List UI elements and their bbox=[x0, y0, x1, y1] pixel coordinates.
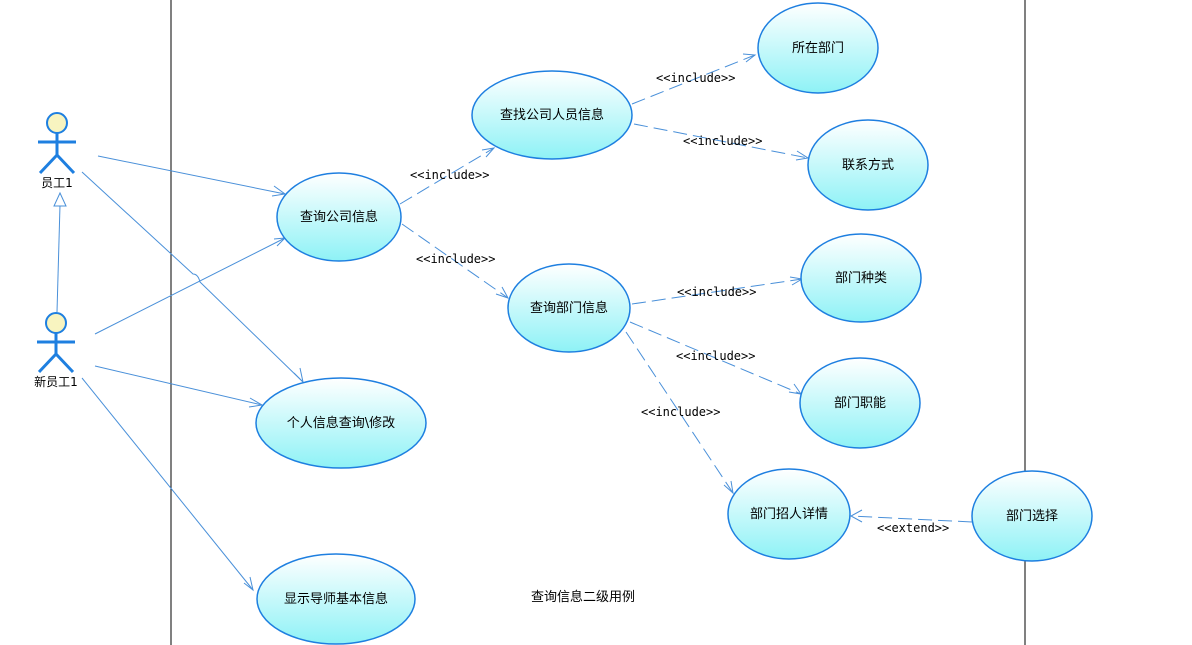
arrowhead bbox=[849, 509, 863, 523]
arrowhead bbox=[243, 576, 254, 592]
arrowhead bbox=[495, 286, 510, 299]
dependency-r1-label: <<include>> bbox=[410, 168, 489, 182]
dependency-r4-line bbox=[633, 123, 809, 159]
usecase-label: 查找公司人员信息 bbox=[500, 107, 604, 123]
association-new-employee-mentor-info bbox=[81, 377, 254, 591]
dependency-r3-label: <<include>> bbox=[656, 71, 735, 85]
usecase-label: 显示导师基本信息 bbox=[284, 591, 388, 607]
dependency-r8-label: <<extend>> bbox=[877, 521, 949, 535]
associations bbox=[53, 155, 304, 592]
diagram-caption: 查询信息二级用例 bbox=[531, 589, 635, 605]
association-employee-query-company bbox=[97, 155, 286, 195]
usecase-label: 所在部门 bbox=[792, 41, 844, 56]
usecase-dept-duty[interactable]: 部门职能 bbox=[799, 357, 921, 449]
usecase-label: 部门选择 bbox=[1006, 509, 1058, 524]
arrowhead bbox=[481, 147, 496, 158]
arrowhead bbox=[271, 185, 287, 197]
actor-leg-right bbox=[54, 352, 75, 374]
usecase-personal-info[interactable]: 个人信息查询\修改 bbox=[255, 377, 427, 469]
dependency-r1-line bbox=[399, 147, 495, 205]
association-new-employee-personal-info bbox=[94, 365, 263, 406]
dependency-r4-label: <<include>> bbox=[683, 134, 762, 148]
actor-leg-left bbox=[37, 352, 58, 374]
usecase-label: 查询公司信息 bbox=[300, 209, 378, 225]
usecase-recruit-detail[interactable]: 部门招人详情 bbox=[727, 468, 851, 560]
usecase-label: 部门种类 bbox=[835, 271, 887, 286]
actor-leg-right bbox=[55, 153, 76, 175]
actor-head bbox=[45, 312, 67, 334]
usecase-label: 部门职能 bbox=[834, 396, 886, 411]
actor-new-employee[interactable]: 新员工1 bbox=[34, 312, 78, 389]
dependency-r2-line bbox=[401, 223, 509, 299]
actor-label: 员工1 bbox=[41, 176, 73, 190]
arrowhead bbox=[723, 480, 734, 495]
arrowhead bbox=[788, 383, 803, 395]
usecase-my-dept[interactable]: 所在部门 bbox=[757, 2, 879, 94]
association-new-employee-query-company bbox=[94, 237, 286, 335]
actor-employee[interactable]: 员工1 bbox=[38, 112, 76, 190]
usecase-label: 查询部门信息 bbox=[530, 300, 608, 316]
generalization-line bbox=[56, 204, 61, 313]
usecase-find-staff[interactable]: 查找公司人员信息 bbox=[471, 70, 633, 160]
dependency-r6-line bbox=[629, 321, 802, 395]
dependency-r2-label: <<include>> bbox=[416, 252, 495, 266]
arrowhead bbox=[293, 367, 304, 384]
usecase-query-company[interactable]: 查询公司信息 bbox=[276, 172, 402, 262]
dependency-arrowheads bbox=[481, 53, 863, 523]
arrowhead bbox=[273, 237, 287, 247]
actor-leg-left bbox=[38, 153, 59, 175]
actor-head bbox=[46, 112, 68, 134]
usecase-query-dept[interactable]: 查询部门信息 bbox=[507, 263, 631, 353]
actor-label: 新员工1 bbox=[34, 374, 78, 389]
usecase-mentor-info[interactable]: 显示导师基本信息 bbox=[256, 553, 416, 645]
usecase-dept-select[interactable]: 部门选择 bbox=[971, 470, 1093, 562]
usecase-contact[interactable]: 联系方式 bbox=[807, 119, 929, 211]
dependency-r5-label: <<include>> bbox=[677, 285, 756, 299]
dependency-r8-line bbox=[850, 515, 973, 523]
usecase-label: 个人信息查询\修改 bbox=[287, 415, 395, 431]
dependency-r5-line bbox=[631, 278, 803, 305]
dependency-r7-line bbox=[625, 331, 734, 494]
usecase-label: 联系方式 bbox=[842, 157, 894, 173]
dependencies bbox=[399, 54, 973, 523]
dependency-r6-label: <<include>> bbox=[676, 349, 755, 363]
arrowhead bbox=[742, 53, 757, 63]
dependency-r3-line bbox=[631, 54, 756, 105]
dependency-r7-label: <<include>> bbox=[641, 405, 720, 419]
usecase-dept-type[interactable]: 部门种类 bbox=[800, 233, 922, 323]
generalization-arrowhead bbox=[53, 191, 67, 207]
usecase-label: 部门招人详情 bbox=[750, 507, 828, 522]
association-employee-personal-info bbox=[81, 171, 304, 383]
